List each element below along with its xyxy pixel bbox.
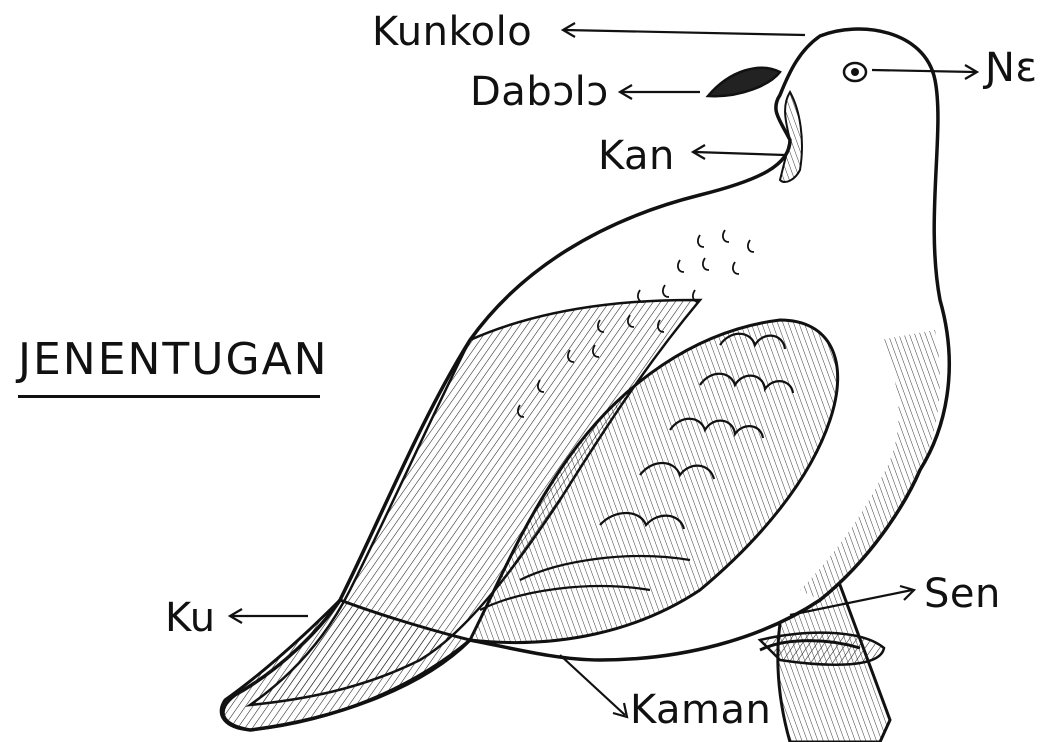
label-tail: Ku bbox=[165, 598, 216, 638]
label-foot: Sen bbox=[924, 574, 1001, 614]
beak bbox=[708, 68, 780, 96]
label-wing: Kaman bbox=[630, 690, 771, 730]
arrow-head bbox=[565, 30, 805, 35]
diagram-title: JENENTUGAN bbox=[18, 334, 329, 385]
title-underline bbox=[18, 395, 320, 398]
label-throat: Kan bbox=[598, 136, 675, 176]
label-eye: Ɲɛ bbox=[985, 48, 1038, 88]
arrow-wing bbox=[560, 655, 625, 715]
perch-knot bbox=[760, 633, 884, 665]
label-head: Kunkolo bbox=[372, 12, 532, 52]
label-beak: Dabɔlɔ bbox=[470, 72, 609, 112]
arrow-throat bbox=[695, 152, 785, 155]
